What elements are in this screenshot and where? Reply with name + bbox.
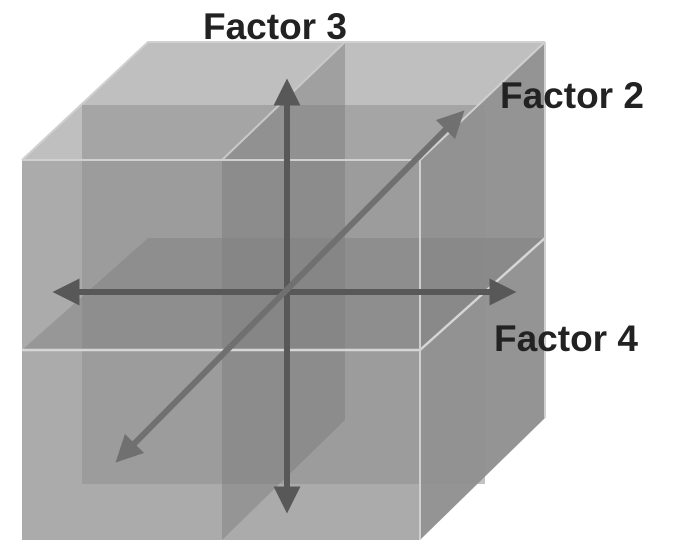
axis-arrows xyxy=(52,78,517,514)
factor3-label: Factor 3 xyxy=(203,6,347,47)
factor2-label: Factor 2 xyxy=(500,75,644,116)
factor4-label: Factor 4 xyxy=(494,318,638,359)
factor2-axis-arrow xyxy=(115,110,465,463)
